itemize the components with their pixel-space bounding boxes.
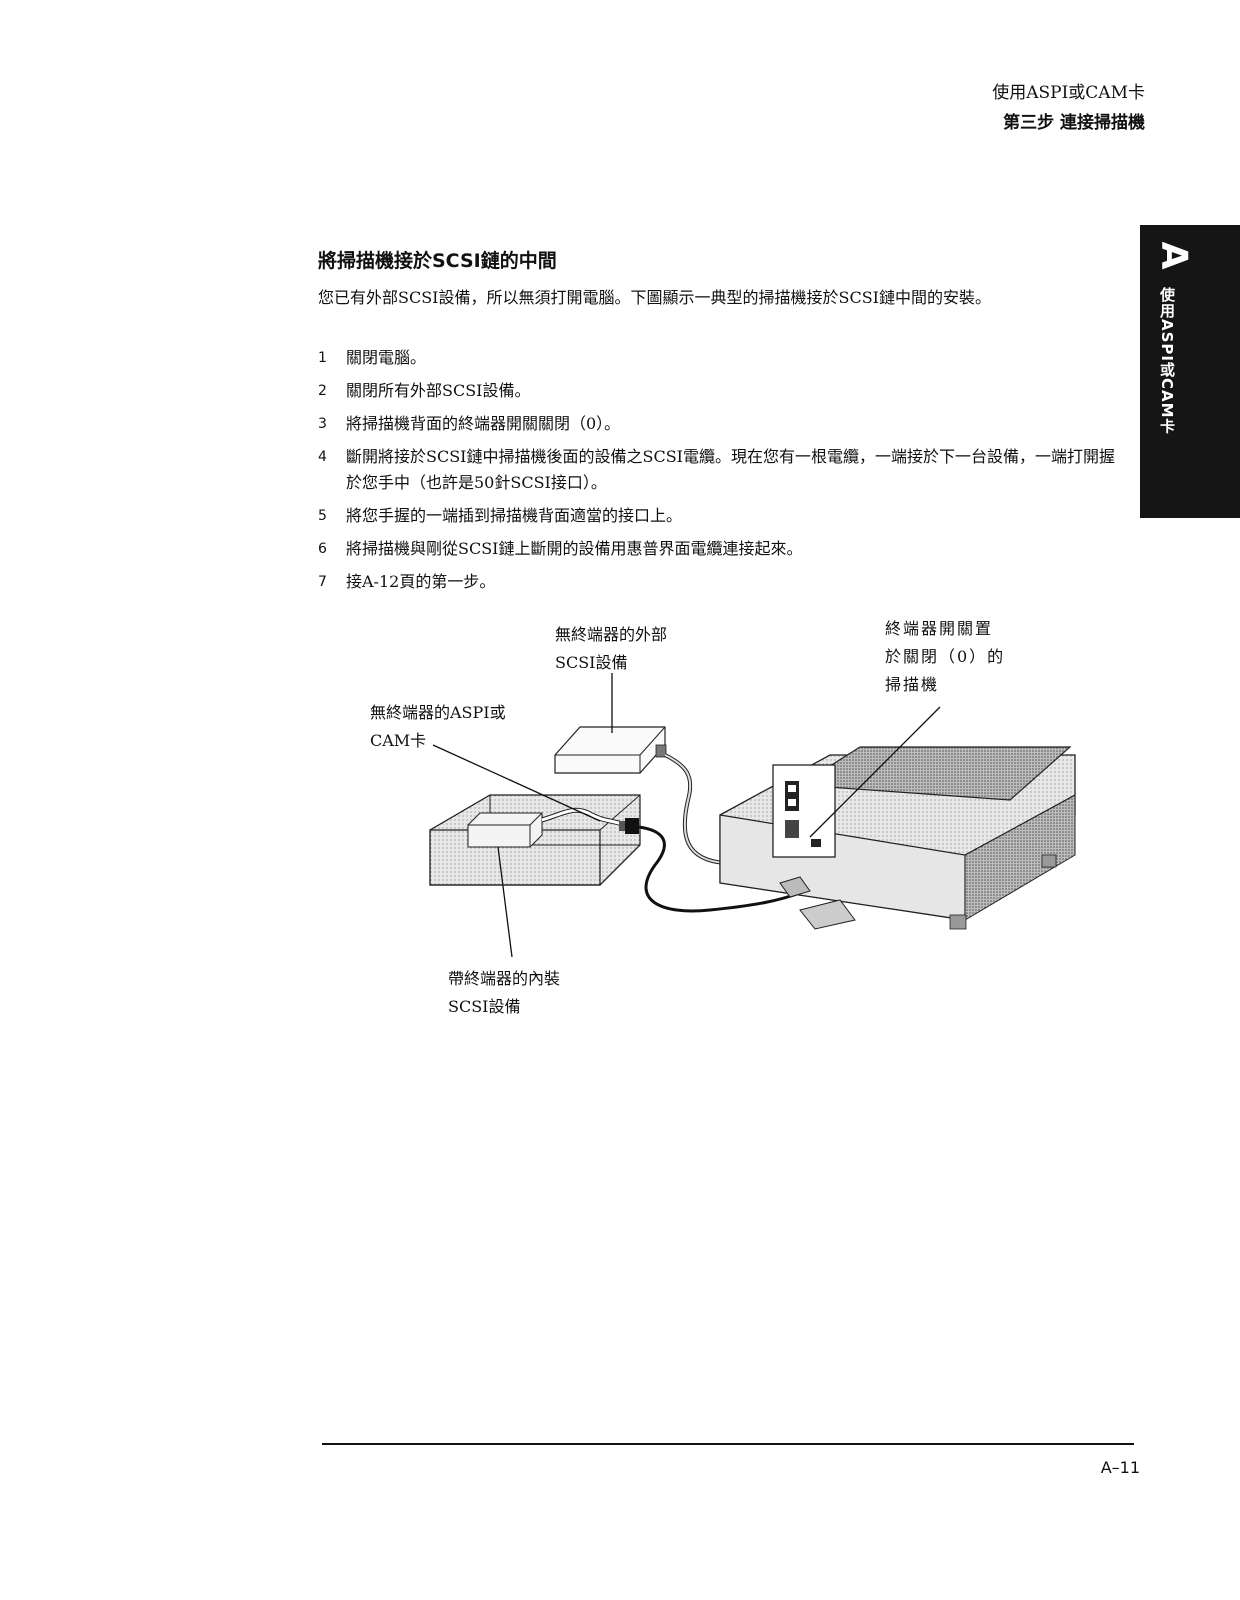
step-text: 將掃描機背面的終端器開關關閉（0）。 bbox=[346, 414, 621, 433]
step-number: 4 bbox=[318, 449, 327, 465]
step-number: 5 bbox=[318, 508, 327, 524]
connection-diagram: 無終端器的外部 SCSI設備 終端器開關置 於關閉（0）的 掃描機 無終端器的A… bbox=[330, 615, 1130, 1035]
callout-external-scsi: 無終端器的外部 SCSI設備 bbox=[555, 625, 668, 672]
section-heading: 將掃描機接於SCSI鏈的中間 bbox=[318, 250, 557, 272]
step-item: 5 將您手握的一端插到掃描機背面適當的接口上。 bbox=[318, 503, 1118, 529]
leader-line-internal bbox=[497, 846, 513, 958]
step-item: 2 關閉所有外部SCSI設備。 bbox=[318, 378, 1118, 404]
connection-illustration bbox=[429, 673, 1076, 958]
footer-rule bbox=[322, 1443, 1134, 1445]
running-chapter-title: 使用ASPI或CAM卡 bbox=[992, 83, 1145, 103]
terminator-switch-panel bbox=[772, 764, 836, 858]
aspi-cam-card bbox=[541, 807, 639, 834]
step-text: 關閉電腦。 bbox=[346, 348, 427, 367]
step-item: 7 接A-12頁的第一步。 bbox=[318, 569, 1118, 595]
step-text: 將您手握的一端插到掃描機背面適當的接口上。 bbox=[346, 506, 683, 525]
chapter-tab-letter: A bbox=[1153, 241, 1195, 270]
section-intro: 您已有外部SCSI設備，所以無須打開電腦。下圖顯示一典型的掃描機接於SCSI鏈中… bbox=[318, 288, 991, 307]
step-number: 7 bbox=[318, 574, 327, 590]
callout-internal-scsi: 帶終端器的內裝 SCSI設備 bbox=[448, 969, 561, 1016]
chapter-tab-label: 使用ASPI或CAM卡 bbox=[1158, 287, 1176, 435]
page-number: A–11 bbox=[1100, 1458, 1140, 1477]
callout-scanner-terminator: 終端器開關置 於關閉（0）的 掃描機 bbox=[885, 619, 1006, 694]
step-number: 6 bbox=[318, 541, 327, 557]
leader-line-terminator bbox=[809, 706, 941, 838]
step-item: 6 將掃描機與剛從SCSI鏈上斷開的設備用惠普界面電纜連接起來。 bbox=[318, 536, 1118, 562]
page-header: 使用ASPI或CAM卡 第三步 連接掃描機 bbox=[992, 78, 1145, 138]
step-number: 1 bbox=[318, 350, 327, 366]
internal-scsi-device bbox=[467, 812, 543, 848]
scsi-cable-card-to-scanner bbox=[638, 825, 801, 913]
external-scsi-device bbox=[554, 726, 667, 774]
chapter-side-tab: A 使用ASPI或CAM卡 bbox=[1140, 225, 1240, 518]
step-text: 接A-12頁的第一步。 bbox=[346, 572, 496, 591]
step-text: 將掃描機與剛從SCSI鏈上斷開的設備用惠普界面電纜連接起來。 bbox=[346, 539, 803, 558]
callout-aspi-cam-card: 無終端器的ASPI或 CAM卡 bbox=[370, 703, 506, 750]
steps-list: 1 關閉電腦。 2 關閉所有外部SCSI設備。 3 將掃描機背面的終端器開關關閉（0）… bbox=[318, 345, 1118, 602]
running-step-title: 第三步 連接掃描機 bbox=[1003, 113, 1145, 133]
step-item: 3 將掃描機背面的終端器開關關閉（0）。 bbox=[318, 411, 1118, 437]
step-text: 關閉所有外部SCSI設備。 bbox=[346, 381, 531, 400]
leader-line-card bbox=[432, 744, 601, 822]
step-number: 2 bbox=[318, 383, 327, 399]
step-item: 4 斷開將接於SCSI鏈中掃描機後面的設備之SCSI電纜。現在您有一根電纜，一端接… bbox=[318, 444, 1118, 496]
step-text: 斷開將接於SCSI鏈中掃描機後面的設備之SCSI電纜。現在您有一根電纜，一端接於… bbox=[346, 447, 1115, 492]
step-number: 3 bbox=[318, 416, 327, 432]
step-item: 1 關閉電腦。 bbox=[318, 345, 1118, 371]
